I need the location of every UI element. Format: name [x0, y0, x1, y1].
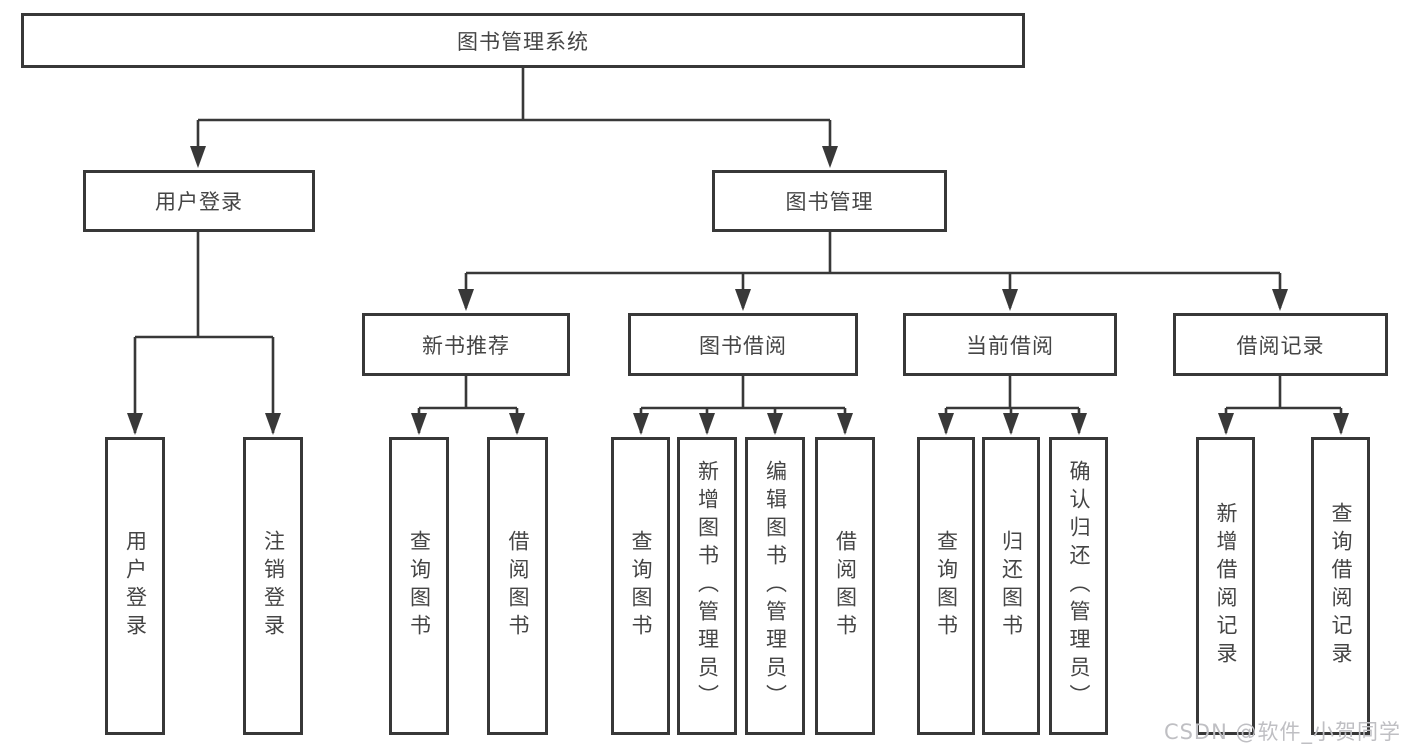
connector-new-to-leaves [417, 376, 519, 433]
connector-root-to-level2 [196, 68, 832, 164]
leaf-query-borrow-record: 查询借阅记录 [1311, 437, 1370, 735]
connector-record-to-leaves [1224, 376, 1343, 433]
leaf-query-books-borrowing: 查询图书 [611, 437, 670, 735]
leaf-return-books: 归还图书 [982, 437, 1040, 735]
node-system-root: 图书管理系统 [21, 13, 1025, 68]
node-label: 用户登录 [155, 190, 243, 214]
leaf-label: 查询图书 [629, 530, 653, 642]
leaf-borrow-books: 借阅图书 [815, 437, 875, 735]
arrowheads [127, 146, 1349, 435]
node-label: 图书管理 [785, 190, 874, 214]
leaf-add-borrow-record: 新增借阅记录 [1196, 437, 1255, 735]
leaf-query-books-current: 查询图书 [917, 437, 975, 735]
node-new-book-recommend: 新书推荐 [362, 313, 570, 376]
leaf-label: 借阅图书 [833, 530, 858, 642]
connector-mgmt-to-level3 [464, 232, 1282, 308]
connector-login-to-leaves [133, 232, 275, 433]
node-label: 图书管理系统 [457, 29, 589, 54]
node-user-login: 用户登录 [83, 170, 315, 232]
node-label: 当前借阅 [966, 333, 1054, 358]
leaf-label: 新增借阅记录 [1214, 502, 1238, 670]
leaf-label: 注销登录 [261, 530, 286, 642]
connector-borrow-to-leaves [639, 376, 847, 433]
node-book-borrowing: 图书借阅 [628, 313, 858, 376]
leaf-confirm-return-admin: 确认归还（管理员） [1049, 437, 1108, 735]
leaf-label: 查询图书 [407, 530, 432, 642]
node-borrowing-records: 借阅记录 [1173, 313, 1388, 376]
csdn-watermark: CSDN @软件_小贺同学 [1163, 720, 1401, 744]
node-current-borrowing: 当前借阅 [903, 313, 1117, 376]
leaf-add-books-admin: 新增图书（管理员） [677, 437, 737, 735]
leaf-user-login: 用户登录 [105, 437, 165, 735]
leaf-label: 编辑图书（管理员） [763, 460, 788, 712]
leaf-label: 新增图书（管理员） [695, 460, 720, 712]
leaf-label: 查询借阅记录 [1329, 502, 1353, 670]
node-label: 新书推荐 [422, 333, 510, 358]
leaf-label: 确认归还（管理员） [1067, 460, 1091, 712]
node-book-management: 图书管理 [712, 170, 947, 232]
leaf-logout: 注销登录 [243, 437, 303, 735]
leaf-label: 归还图书 [999, 530, 1024, 642]
node-label: 借阅记录 [1236, 333, 1325, 358]
leaf-edit-books-admin: 编辑图书（管理员） [745, 437, 805, 735]
node-label: 图书借阅 [699, 333, 787, 358]
leaf-query-books-recommend: 查询图书 [389, 437, 449, 735]
leaf-label: 借阅图书 [506, 530, 530, 642]
leaf-borrow-books-recommend: 借阅图书 [487, 437, 548, 735]
leaf-label: 用户登录 [123, 530, 148, 642]
leaf-label: 查询图书 [934, 530, 959, 642]
